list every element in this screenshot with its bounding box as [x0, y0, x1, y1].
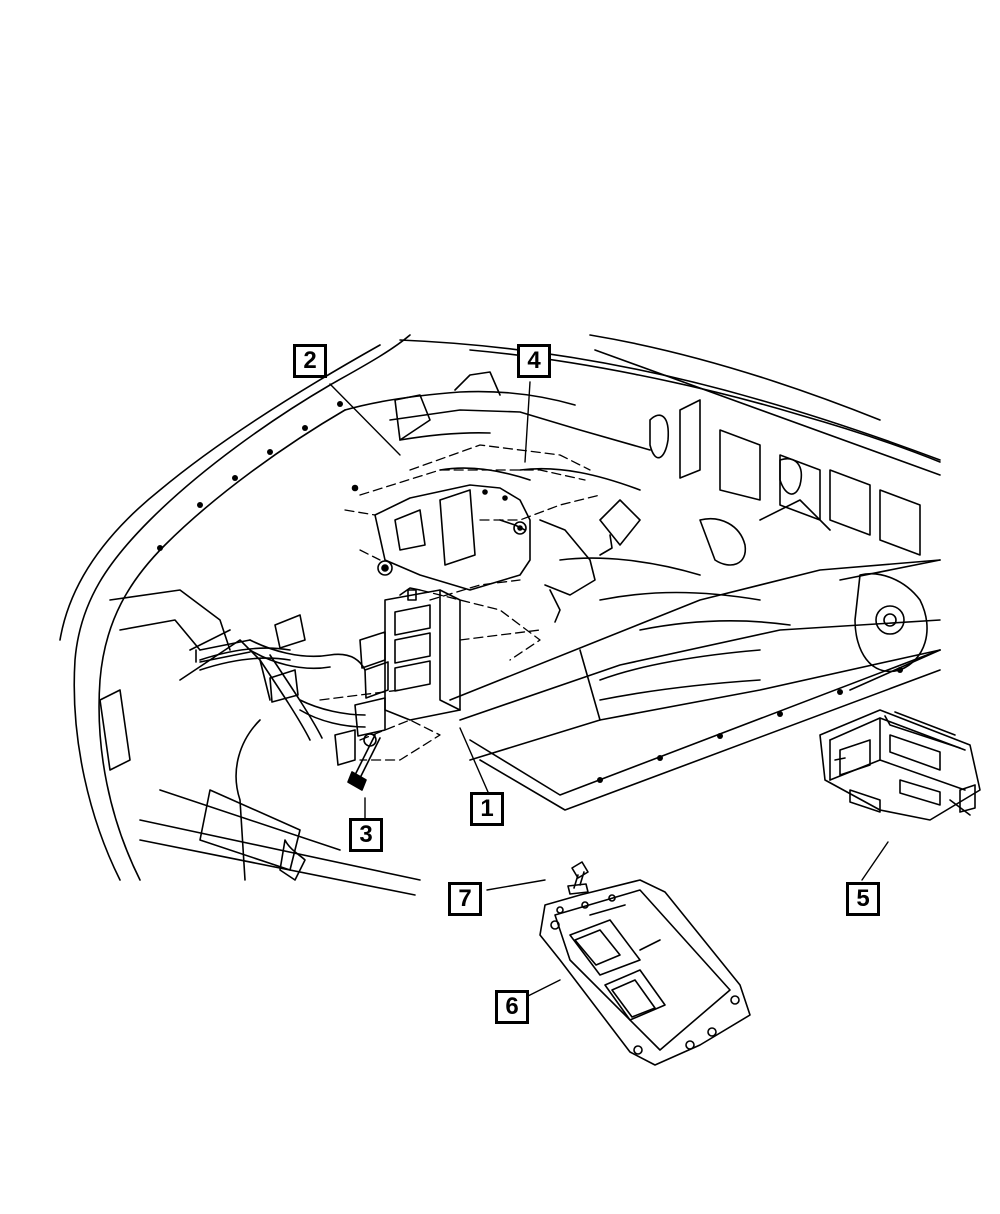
callout-1: 1 — [470, 792, 504, 826]
callout-2: 2 — [293, 344, 327, 378]
callout-4: 4 — [517, 344, 551, 378]
callout-3: 3 — [349, 818, 383, 852]
bolt-item-7 — [567, 861, 589, 895]
callout-5: 5 — [846, 882, 880, 916]
assembly-lines — [319, 444, 601, 761]
wiring-harness — [195, 614, 389, 766]
leader-lines — [329, 381, 889, 997]
module-item-5 — [819, 709, 981, 821]
module-item-6 — [539, 879, 751, 1066]
callout-7: 7 — [448, 882, 482, 916]
engine-compartment — [59, 334, 941, 896]
bolt-item-3 — [347, 734, 381, 791]
callout-6: 6 — [495, 990, 529, 1024]
control-module — [384, 587, 461, 721]
module-bracket — [351, 484, 613, 623]
